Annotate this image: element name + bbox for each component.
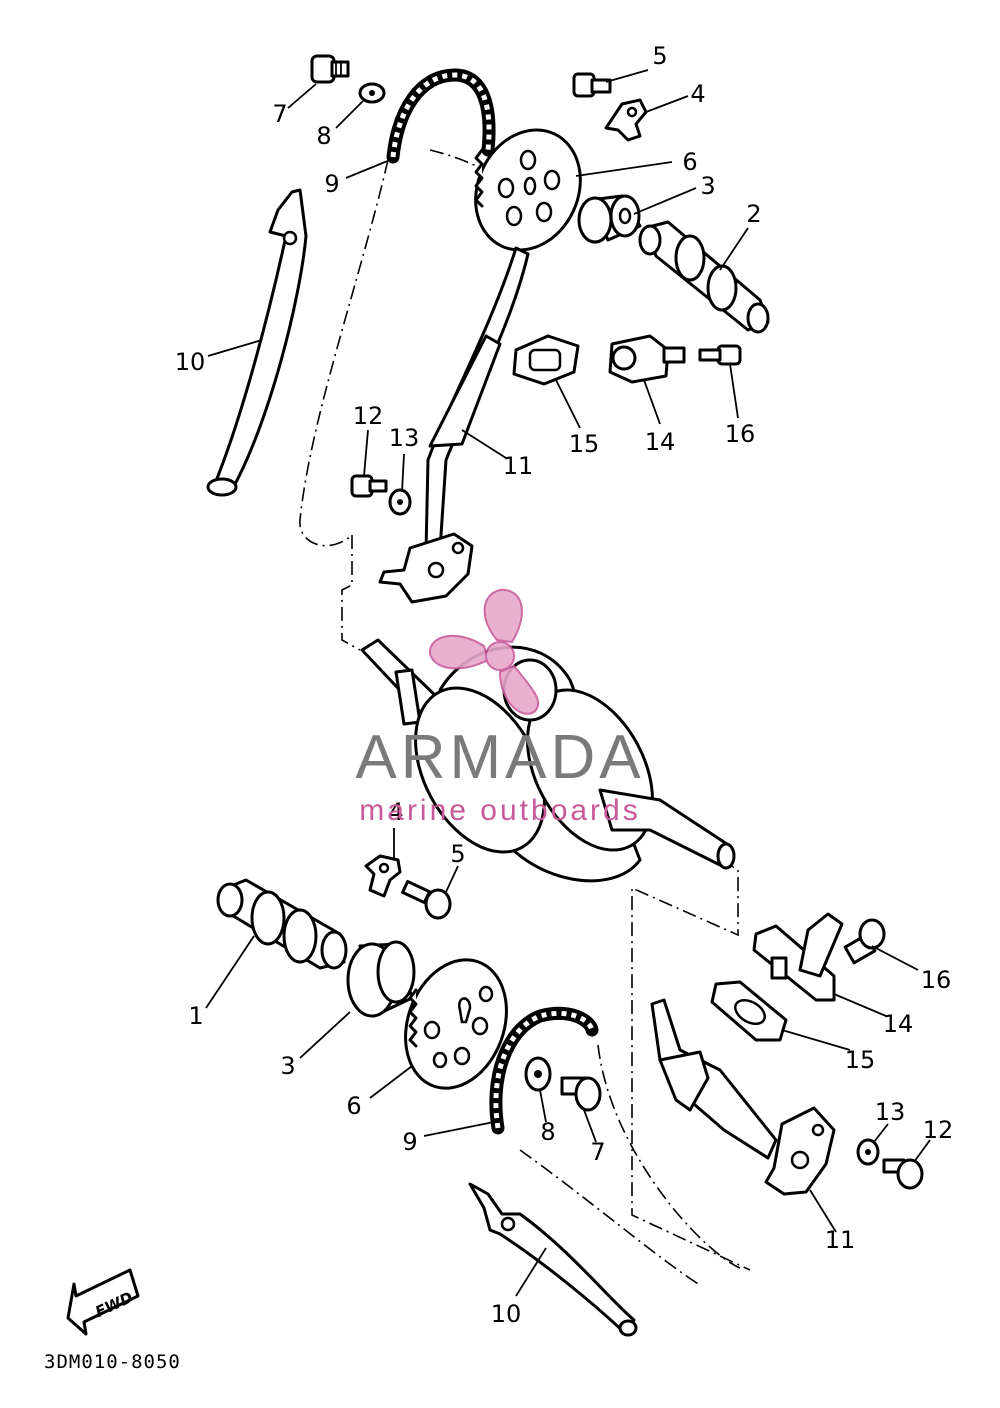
callout-15-upper: 15 — [569, 430, 600, 458]
bolt-16-upper — [698, 344, 742, 366]
callout-3-lower: 3 — [280, 1052, 295, 1080]
bolt-5-upper — [572, 72, 612, 98]
bolt-7-upper — [310, 54, 350, 84]
callout-11-lower: 11 — [825, 1226, 856, 1254]
callout-4-upper: 4 — [690, 80, 705, 108]
chain-guide-10-lower — [468, 1182, 638, 1337]
armada-watermark: ARMADA marine outboards — [355, 588, 644, 827]
bolt-12-lower — [882, 1158, 924, 1190]
callout-15-lower: 15 — [845, 1046, 876, 1074]
callout-16-upper: 16 — [725, 420, 756, 448]
callout-10-upper: 10 — [175, 348, 206, 376]
washer-13-lower — [856, 1138, 880, 1166]
upper-assembly — [206, 54, 770, 604]
callout-labels: 5 4 7 8 6 9 3 2 10 12 13 11 15 14 16 4 5… — [175, 42, 954, 1328]
decompressor-3-upper — [577, 194, 642, 244]
callout-16-lower: 16 — [921, 966, 952, 994]
propeller-logo-icon — [428, 588, 540, 715]
camshaft-2-upper — [638, 220, 770, 334]
bolt-7-lower — [560, 1076, 602, 1112]
watermark-name: ARMADA — [355, 723, 644, 792]
plate-4-lower — [364, 854, 402, 898]
washer-8-lower — [524, 1056, 552, 1092]
bolt-5-lower — [401, 879, 452, 920]
callout-5-lower: 5 — [450, 840, 465, 868]
callout-5-upper: 5 — [652, 42, 667, 70]
callout-1-lower: 1 — [188, 1002, 203, 1030]
watermark-tagline: marine outboards — [359, 794, 640, 827]
callout-8-lower: 8 — [540, 1118, 555, 1146]
callout-4-lower: 4 — [388, 798, 403, 826]
decompressor-3-lower — [346, 940, 416, 1018]
washer-8-upper — [358, 82, 386, 104]
callout-6-lower: 6 — [346, 1092, 361, 1120]
callout-13-upper: 13 — [389, 424, 420, 452]
crankshaft — [360, 638, 736, 883]
callout-7-lower: 7 — [590, 1138, 605, 1166]
callout-12-upper: 12 — [353, 402, 384, 430]
bolt-12-upper — [350, 474, 388, 498]
chain-guide-10-upper — [206, 188, 308, 497]
callout-2-upper: 2 — [746, 200, 761, 228]
callout-9-lower: 9 — [402, 1128, 417, 1156]
callout-14-lower: 14 — [883, 1010, 914, 1038]
tensioner-guide-11-lower — [650, 998, 836, 1196]
callout-12-lower: 12 — [923, 1116, 954, 1144]
callout-8-upper: 8 — [316, 122, 331, 150]
figure-code: 3DM010-8050 — [44, 1351, 181, 1373]
tensioner-guide-11-upper — [378, 246, 530, 604]
gasket-15-lower — [710, 980, 788, 1042]
tensioner-14-lower — [752, 912, 844, 1002]
sprocket-6-upper — [474, 128, 582, 252]
callout-13-lower: 13 — [875, 1098, 906, 1126]
callout-3-upper: 3 — [700, 172, 715, 200]
tensioner-14-upper — [608, 334, 686, 384]
fwd-arrow: FWD — [66, 1268, 140, 1336]
cam-chain-9-lower — [489, 1006, 599, 1135]
leader-lines — [205, 69, 931, 1297]
callout-6-upper: 6 — [682, 148, 697, 176]
callout-10-lower: 10 — [491, 1300, 522, 1328]
cam-chain-9-upper — [386, 68, 496, 164]
callout-9-upper: 9 — [324, 170, 339, 198]
callout-11-upper: 11 — [503, 452, 534, 480]
camshaft-1-lower — [216, 878, 348, 970]
callout-14-upper: 14 — [645, 428, 676, 456]
plate-4-upper — [604, 98, 648, 142]
lower-assembly — [216, 854, 924, 1337]
callout-7-upper: 7 — [272, 100, 287, 128]
gasket-15-upper — [512, 334, 580, 386]
washer-13-upper — [388, 488, 412, 516]
sprocket-6-lower — [404, 958, 508, 1090]
bolt-16-lower — [843, 918, 886, 965]
